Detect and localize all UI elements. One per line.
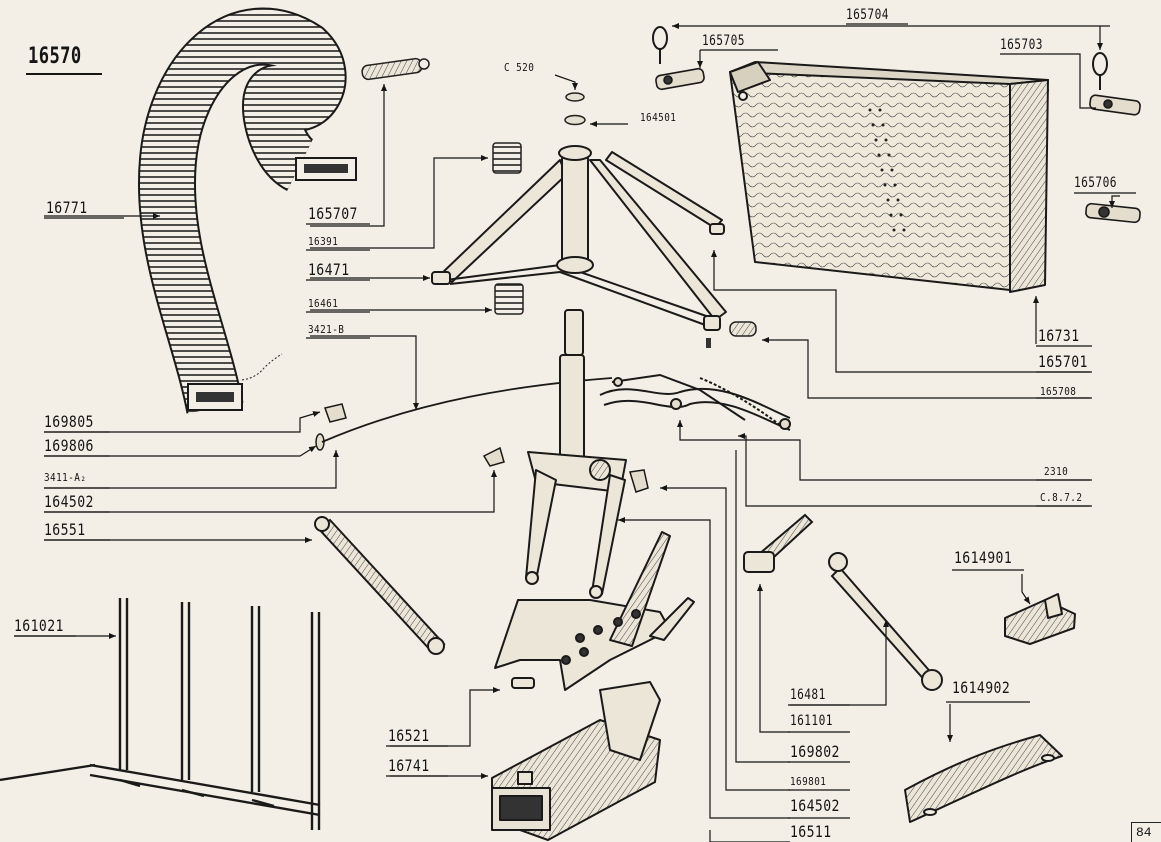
damper-16551	[314, 516, 446, 655]
bracket-164502	[629, 469, 649, 493]
label-169802: 169802	[790, 742, 840, 761]
latch-165705	[655, 67, 705, 91]
latch-165706	[1085, 202, 1141, 224]
hinged-frame-2310	[599, 373, 791, 431]
label-169801: 169801	[790, 775, 827, 788]
label-161101: 161101	[790, 713, 833, 729]
lever-16481	[743, 513, 814, 573]
label-underlines	[14, 23, 1136, 819]
label-c520: C 520	[504, 61, 535, 74]
runner-1614902	[904, 734, 1063, 823]
label-165704: 165704	[846, 7, 889, 23]
label-165703: 165703	[1000, 37, 1043, 53]
bracket-3411-a2	[482, 446, 505, 467]
label-1614901: 1614901	[954, 548, 1013, 567]
panel-rivets	[868, 108, 906, 232]
flexible-hose-16771	[138, 7, 357, 414]
label-16741: 16741	[388, 756, 430, 775]
label-16521: 16521	[388, 726, 430, 745]
label-c872: C.8.7.2	[1040, 491, 1083, 504]
label-1614902: 1614902	[952, 678, 1011, 697]
washer-164501	[564, 114, 586, 126]
label-16461: 16461	[308, 297, 339, 310]
sled-frame-16521	[494, 531, 695, 691]
label-2310: 2310	[1044, 465, 1069, 478]
box-16741	[491, 681, 661, 841]
ring-165704-right	[1092, 52, 1108, 90]
label-164502b: 164502	[790, 796, 840, 815]
sheet-title: 16570	[28, 44, 82, 69]
leader-lines	[14, 23, 1120, 842]
label-165705: 165705	[702, 33, 745, 49]
latch-165703	[1089, 94, 1141, 116]
label-165708: 165708	[1040, 385, 1077, 398]
sleeve-165701	[729, 321, 757, 337]
bracket-1614901	[1004, 593, 1076, 645]
label-165707: 165707	[308, 204, 358, 223]
nut-16461	[494, 283, 524, 315]
label-16771: 16771	[46, 198, 88, 217]
ring-165704-left	[652, 26, 668, 64]
washer-c520	[565, 92, 585, 102]
label-3421b: 3421-B	[308, 323, 345, 336]
page-number: 84	[1131, 822, 1161, 842]
pin-165707	[361, 57, 430, 81]
label-161021: 161021	[14, 616, 64, 635]
rack-161021	[0, 598, 321, 830]
label-165706: 165706	[1074, 175, 1117, 191]
label-164501: 164501	[640, 111, 677, 124]
tripod-base-16471	[431, 145, 727, 331]
panel-box-16731	[729, 61, 1049, 293]
label-165701: 165701	[1038, 352, 1088, 371]
label-16471: 16471	[308, 260, 350, 279]
label-169806: 169806	[44, 436, 94, 455]
label-16551: 16551	[44, 520, 86, 539]
label-16391: 16391	[308, 235, 339, 248]
pin-165708	[706, 338, 711, 348]
fitting-169805	[324, 403, 347, 423]
nut-16391	[492, 142, 522, 174]
label-16731: 16731	[1038, 326, 1080, 345]
label-3411a2: 3411-A₂	[44, 471, 87, 484]
label-164502a: 164502	[44, 492, 94, 511]
label-16511: 16511	[790, 822, 832, 841]
label-16481: 16481	[790, 687, 826, 703]
mast-fork-16511	[525, 309, 627, 599]
label-169805: 169805	[44, 412, 94, 431]
